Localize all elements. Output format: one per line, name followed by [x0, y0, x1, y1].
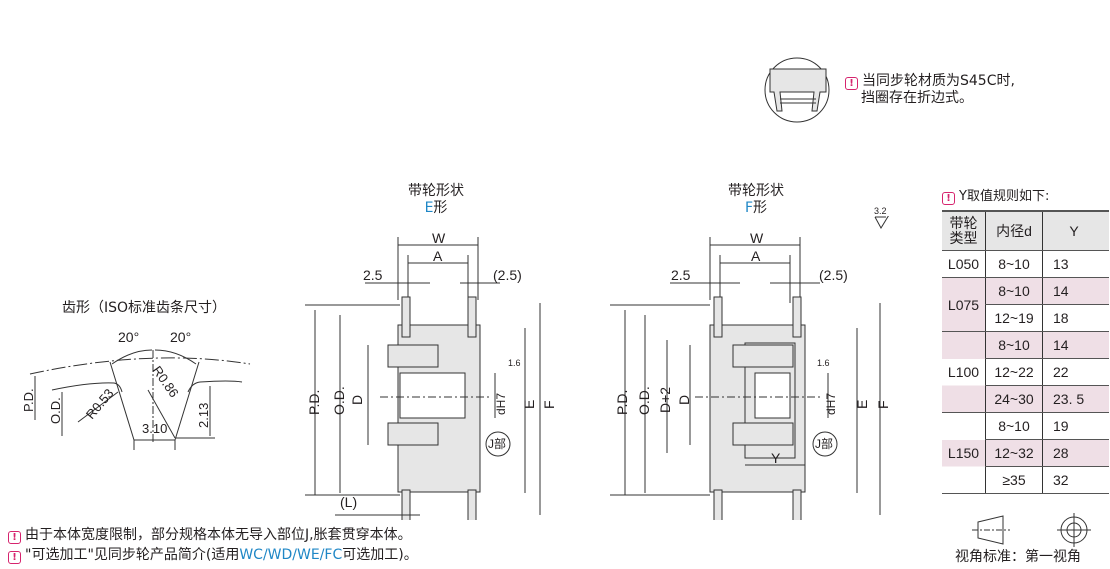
tooth-profile-drawing: 20° 20° P.D. O.D. R0.53 R0.86 2.13 3.10 [21, 329, 251, 450]
notice-icon: ! [845, 77, 858, 90]
notice-icon: ! [942, 192, 955, 205]
f-type-drawing: P.D. O.D. D+2 D dH7 E F W A 2.5 (2.5) Y … [610, 230, 891, 520]
table-row: 12~19 18 [942, 304, 1109, 332]
e-od-label: O.D. [331, 386, 347, 415]
flange-detail-circle [764, 57, 830, 123]
width-label: 3.10 [142, 421, 167, 436]
bottom-note-1: !由于本体宽度限制，部分规格本体无导入部位J,胀套贯穿本体。 [8, 527, 412, 544]
header-bore: 内径d [985, 210, 1043, 251]
header-type: 带轮类型 [942, 210, 986, 251]
e-dh7-label: dH7 [494, 393, 508, 415]
f-d2-label: D+2 [657, 387, 673, 413]
e-l-label: (L) [340, 494, 357, 510]
optional-processing-codes: WC/WD/WE/FC [239, 547, 343, 563]
f-y-label: Y [771, 450, 781, 466]
e-f-label: F [541, 400, 557, 409]
e-detail-label: J部 [488, 436, 506, 451]
radius-large-label: R0.86 [150, 363, 182, 400]
e-w-label: W [432, 230, 446, 246]
angle-left-label: 20° [118, 329, 139, 345]
table-row: L075 8~10 14 [942, 277, 1109, 332]
f-detail-label: J部 [815, 436, 833, 451]
roughness-triangle-icon [874, 216, 889, 229]
f-f-label: F [875, 400, 891, 409]
y-table-title: !Y取值规则如下: [942, 189, 1049, 205]
e-d-label: D [349, 395, 365, 405]
general-roughness-symbol: 3.2 [874, 206, 889, 229]
notice-icon: ! [8, 551, 21, 564]
table-row: L150 8~10 19 [942, 412, 1109, 494]
e-type-drawing: P.D. O.D. D dH7 E F W A 2.5 (2.5) (L) 1.… [305, 230, 557, 520]
pd-label: P.D. [21, 388, 36, 412]
y-value-table: 带轮类型 内径d Y L050 8~10 13 L075 8~10 14 12~… [942, 210, 1109, 494]
tooth-profile-title: 齿形（ISO标准齿条尺寸） [62, 300, 227, 316]
e-pd-label: P.D. [306, 390, 322, 415]
e-left-offset-label: 2.5 [363, 267, 383, 283]
e-type-header: 带轮形状 E形 [408, 183, 464, 216]
table-header-row: 带轮类型 内径d Y [942, 210, 1109, 251]
e-e-label: E [521, 400, 537, 409]
table-row: L050 8~10 13 [942, 250, 1109, 278]
angle-right-label: 20° [170, 329, 191, 345]
f-d-label: D [676, 395, 692, 405]
f-right-offset-label: (2.5) [819, 267, 848, 283]
f-pd-label: P.D. [614, 390, 630, 415]
table-row: L100 8~10 14 [942, 331, 1109, 413]
f-left-offset-label: 2.5 [671, 267, 691, 283]
od-label: O.D. [48, 397, 63, 424]
bottom-note-2: !"可选加工"见同步轮产品简介(适用WC/WD/WE/FC可选加工)。 [8, 547, 418, 564]
table-row: 24~30 23. 5 [942, 385, 1109, 413]
projection-label: 视角标准：第一视角 [955, 549, 1081, 565]
depth-label: 2.13 [196, 403, 211, 428]
e-a-label: A [433, 248, 443, 264]
f-roughness-label: 1.6 [817, 358, 830, 368]
notice-icon: ! [8, 531, 21, 544]
e-roughness-label: 1.6 [508, 358, 521, 368]
e-right-offset-label: (2.5) [493, 267, 522, 283]
table-row: 12~22 22 [942, 358, 1109, 386]
f-dh7-label: dH7 [824, 393, 838, 415]
radius-small-label: R0.53 [83, 386, 117, 422]
table-row: 12~32 28 [942, 439, 1109, 467]
top-note: !当同步轮材质为S45C时, 挡圈存在折边式。 [845, 73, 1015, 107]
header-y: Y [1042, 210, 1109, 251]
f-type-header: 带轮形状 F形 [728, 183, 784, 216]
f-a-label: A [751, 248, 761, 264]
f-e-label: E [854, 400, 870, 409]
first-angle-projection-icon [972, 513, 1091, 547]
f-od-label: O.D. [636, 386, 652, 415]
table-row: ≥35 32 [942, 466, 1109, 494]
f-w-label: W [750, 230, 764, 246]
